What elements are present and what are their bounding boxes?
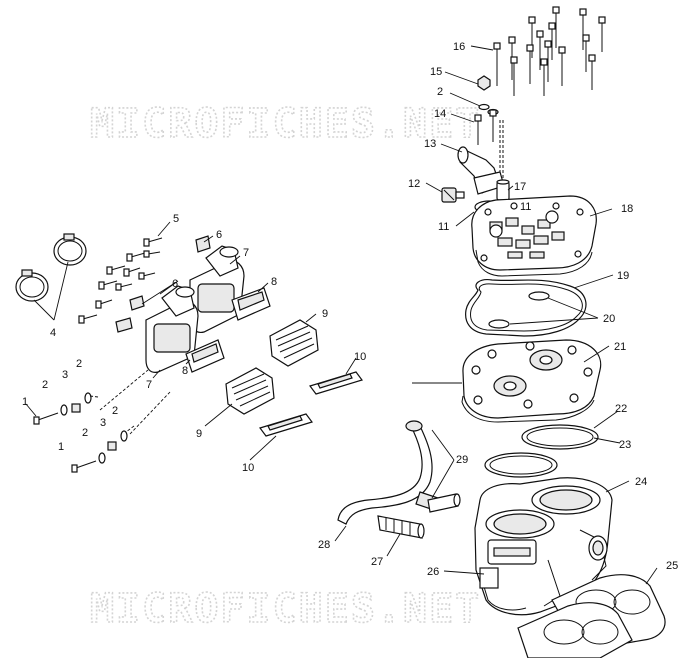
callout-17: 17 [514, 181, 526, 193]
callout-8: 8 [182, 365, 188, 377]
leader-lines [25, 45, 658, 585]
cylinder-o-rings [484, 424, 599, 478]
cylinder-head-cover [471, 195, 597, 277]
callout-18: 18 [621, 203, 633, 215]
callout-28: 28 [318, 539, 330, 551]
callout-13: 13 [424, 138, 436, 150]
watermark-top: MICROFICHES.NET [90, 101, 481, 147]
callout-27: 27 [371, 556, 383, 568]
reed-petals [259, 371, 363, 437]
callout-3: 3 [100, 417, 106, 429]
watermark-bottom: MICROFICHES.NET [90, 586, 481, 632]
callout-1: 1 [58, 441, 64, 453]
spacers [185, 287, 271, 373]
callout-29: 29 [456, 454, 468, 466]
reed-cage-lower [145, 285, 199, 373]
callout-22: 22 [615, 403, 627, 415]
callout-2: 2 [437, 86, 443, 98]
callout-11: 11 [438, 221, 449, 233]
callout-10: 10 [354, 351, 366, 363]
callout-20: 20 [603, 313, 615, 325]
callout-labels: 16 15 2 14 13 12 17 11 11 18 19 20 21 22… [22, 41, 678, 578]
fitting [496, 179, 510, 201]
callout-19: 19 [617, 270, 629, 282]
callout-23: 23 [619, 439, 631, 451]
temperature-sensor [441, 187, 465, 203]
reed-blocks [225, 319, 319, 415]
callout-2: 2 [82, 427, 88, 439]
callout-2: 2 [76, 358, 82, 370]
callout-6: 6 [172, 278, 178, 290]
water-hose [337, 420, 461, 539]
callout-10: 10 [242, 462, 254, 474]
cylinder-head [412, 339, 602, 423]
callout-2: 2 [42, 379, 48, 391]
callout-9: 9 [196, 428, 202, 440]
callout-12: 12 [408, 178, 420, 190]
callout-15: 15 [430, 66, 442, 78]
cylinder-block [474, 477, 613, 616]
callout-16: 16 [453, 41, 465, 53]
callout-24: 24 [635, 476, 647, 488]
callout-11: 11 [520, 201, 531, 213]
mount-hardware [33, 392, 128, 473]
callout-14: 14 [434, 108, 446, 120]
intake-bolts [78, 237, 163, 324]
callout-4: 4 [50, 327, 56, 339]
nut-washer-stack [474, 75, 504, 180]
callout-5: 5 [173, 213, 179, 225]
callout-8: 8 [271, 276, 277, 288]
callout-7: 7 [146, 379, 152, 391]
base-gaskets [517, 574, 666, 658]
hose-clamps [15, 233, 87, 302]
callout-2: 2 [112, 405, 118, 417]
callout-1: 1 [22, 396, 28, 408]
callout-6: 6 [216, 229, 222, 241]
callout-3: 3 [62, 369, 68, 381]
head-bolts [493, 6, 606, 96]
callout-21: 21 [614, 341, 626, 353]
head-o-ring [465, 279, 587, 337]
callout-9: 9 [322, 308, 328, 320]
callout-26: 26 [427, 566, 439, 578]
callout-7: 7 [243, 247, 249, 259]
callout-25: 25 [666, 560, 678, 572]
